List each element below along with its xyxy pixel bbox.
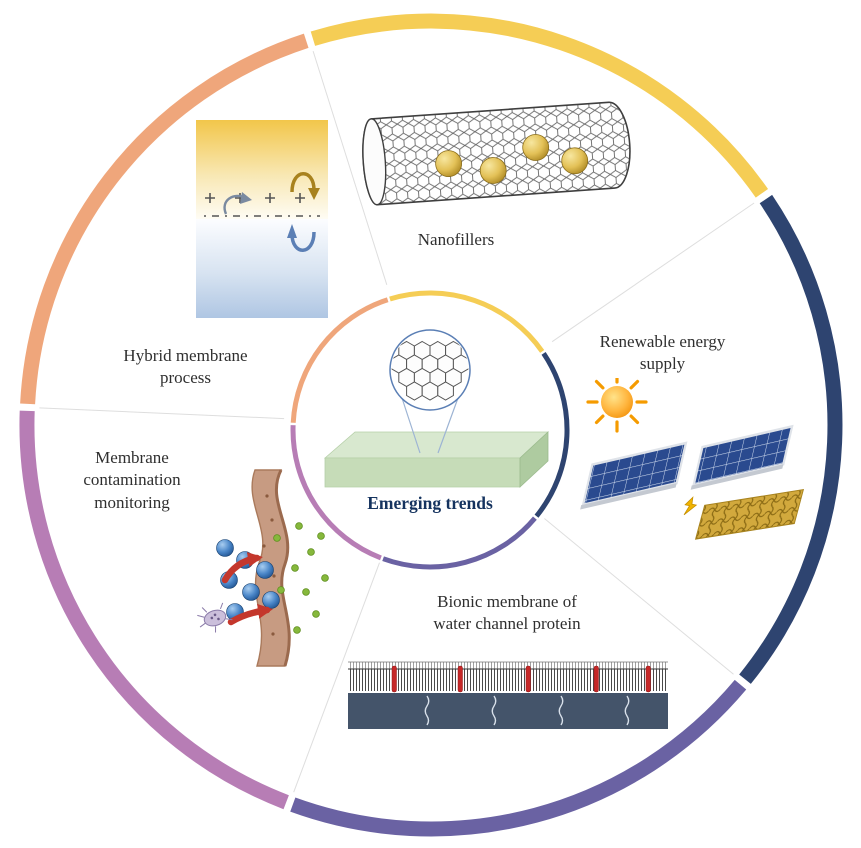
nanowire-mat (694, 489, 805, 540)
label-hybrid-membrane-process: Hybrid membrane process (123, 346, 248, 388)
green-particles (273, 522, 329, 634)
charged-interface-icon (196, 120, 328, 318)
outer-ring-segment-purple (290, 679, 747, 837)
outer-ring-segment-orange (20, 33, 309, 405)
sun-solar-panel-icon (580, 378, 805, 540)
label-bionic-membrane: Bionic membrane of water channel protein (433, 592, 581, 634)
lipid-bilayer-channel-icon (348, 661, 668, 729)
membrane-slab (323, 431, 550, 488)
carbon-nanotube-icon (362, 101, 631, 206)
inner-ring-segment-navy (534, 352, 570, 518)
positive-phase (196, 120, 328, 219)
sector-divider (312, 50, 388, 285)
inner-ring-segment-violet (290, 425, 382, 561)
sector-divider (39, 407, 285, 420)
fullerene-spheres (435, 134, 589, 184)
inner-ring-segment-yellow (389, 290, 545, 353)
outer-ring-segment-violet (19, 410, 289, 810)
lipid-bilayer-band (348, 669, 668, 691)
water-path-squiggles (424, 695, 630, 726)
bacteria-icon (197, 602, 233, 633)
magnifier-cone (401, 397, 459, 454)
sector-divider (551, 202, 755, 343)
solar-panel-left (580, 441, 688, 510)
fouled-membrane-icon (197, 469, 329, 667)
sector-divider (293, 562, 380, 793)
lipid-head-fringe (348, 662, 668, 669)
sun-icon (586, 378, 648, 433)
inner-ring-segment-orange (290, 297, 389, 423)
exchange-arrows (223, 172, 320, 252)
membrane-shadow-edge (274, 469, 291, 667)
gold-uturn-arrow (290, 172, 316, 193)
membrane-magnifier-icon (323, 329, 550, 488)
support-layer (348, 693, 668, 729)
outer-ring-segment-yellow (310, 13, 769, 198)
aquaporin-channels (391, 665, 651, 693)
outer-ring-segment-navy (739, 194, 843, 684)
red-flow-arrows (221, 552, 273, 626)
label-nanofillers: Nanofillers (417, 230, 495, 249)
negative-phase (196, 219, 328, 318)
blue-uturn-arrow (290, 231, 316, 252)
nanotube-body (362, 101, 631, 206)
nanotube-open-end (362, 118, 387, 206)
center-title: Emerging trends (367, 493, 493, 513)
label-renewable-energy-supply: Renewable energy supply (599, 332, 726, 374)
label-membrane-contamination-monitoring: Membrane contamination monitoring (83, 448, 181, 512)
sector-divider (544, 518, 734, 675)
plus-charges (205, 193, 305, 203)
inner-ring-segment-purple (382, 516, 537, 570)
solar-panel-right (690, 424, 794, 490)
